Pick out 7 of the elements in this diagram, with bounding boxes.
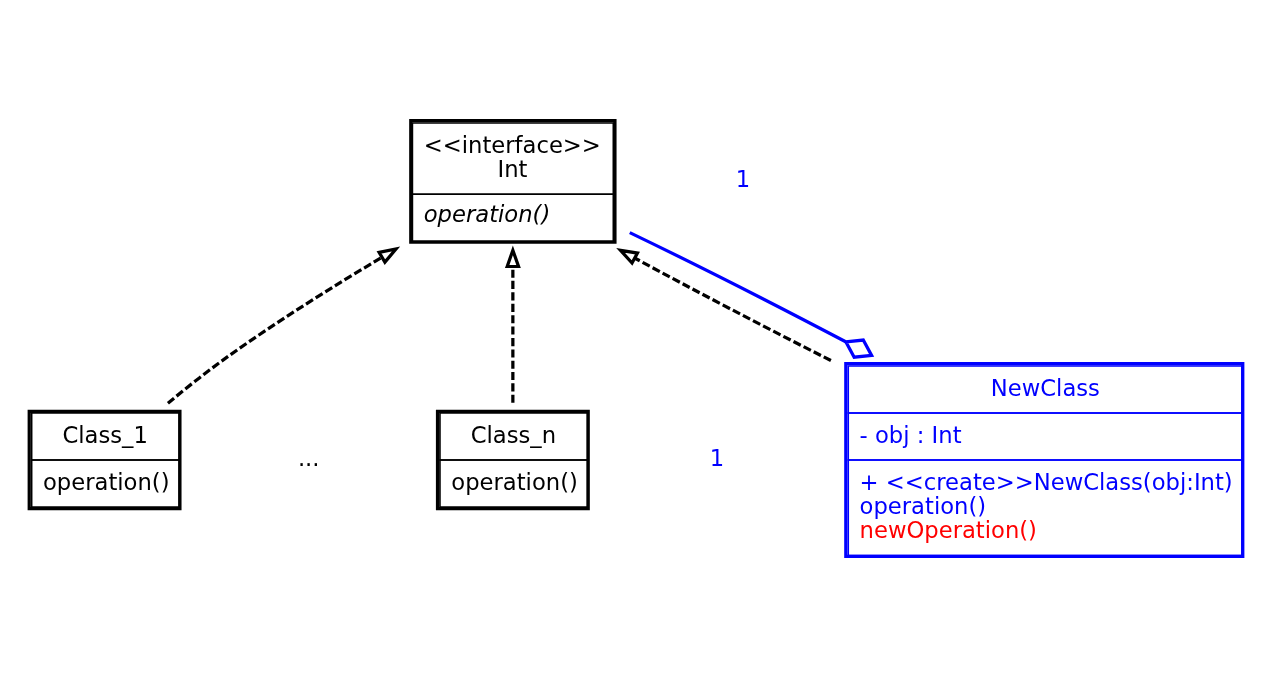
label: ... (297, 445, 320, 472)
label: 1 (735, 166, 751, 193)
label: 1 (709, 445, 725, 472)
arrow (166, 246, 401, 405)
connector (629, 231, 875, 359)
arrow (504, 245, 521, 403)
arrow (616, 247, 832, 362)
